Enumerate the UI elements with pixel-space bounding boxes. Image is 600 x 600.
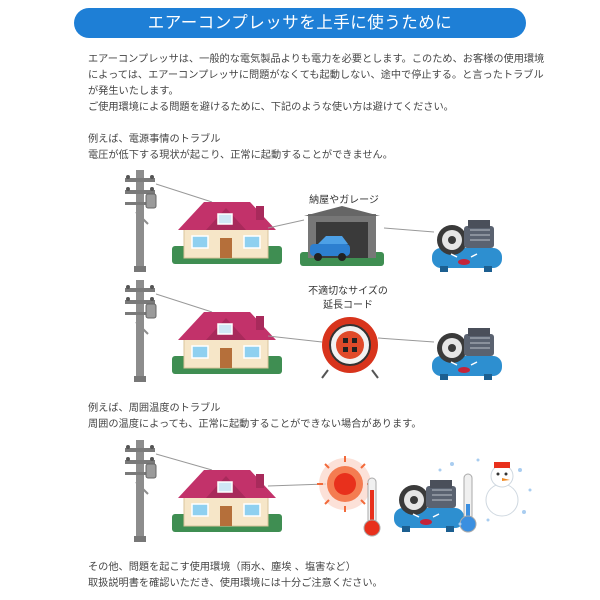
- utility-pole-icon: [124, 279, 157, 383]
- intro-line-1: エアーコンプレッサは、一般的な電気製品よりも電力を必要とします。このため、お客様…: [88, 54, 545, 65]
- section2-desc: 周囲の温度によっても、正常に起動することができない場合があります。: [88, 419, 422, 430]
- section1-desc: 電圧が低下する現状が起こり、正常に起動することができません。: [88, 150, 393, 161]
- section1-heading: 例えば、電源事情のトラブル: [88, 134, 221, 145]
- cord-label-line-1: 不適切なサイズの: [308, 286, 388, 297]
- snowflake-icon: [438, 458, 532, 526]
- section2-heading: 例えば、周囲温度のトラブル: [88, 403, 221, 414]
- snowman-icon: [485, 462, 519, 517]
- intro-line-2: によっては、エアーコンプレッサに問題がなくても起動しない、途中で停止する。と言っ…: [88, 70, 544, 81]
- thermometer-icon: [459, 473, 477, 533]
- cord-label-line-2: 延長コード: [323, 300, 373, 311]
- intro-line-4: ご使用環境による問題を避けるために、下記のような使い方は避けてください。: [88, 102, 454, 113]
- cord-reel-icon: [321, 317, 379, 379]
- compressor-icon: [431, 327, 503, 381]
- wire: [155, 183, 213, 203]
- sun-heat-icon: [317, 456, 373, 512]
- utility-pole-icon: [124, 169, 157, 273]
- house-icon: [171, 311, 283, 375]
- house-icon: [171, 201, 283, 265]
- intro-line-3: が発生いたします。: [88, 86, 179, 97]
- garage-label: 納屋やガレージ: [309, 195, 379, 206]
- compressor-icon: [431, 219, 503, 273]
- footer-line-2: 取扱説明書を確認いただき、使用環境には十分ご注意ください。: [88, 578, 383, 589]
- page-title: エアーコンプレッサを上手に使うために: [74, 8, 526, 38]
- car-icon: [310, 236, 350, 261]
- utility-pole-icon: [124, 439, 157, 543]
- compressor-icon: [393, 479, 465, 533]
- house-icon: [171, 469, 283, 533]
- footer-line-1: その他、問題を起こす使用環境（雨水、塵埃 、塩害など）: [88, 562, 356, 573]
